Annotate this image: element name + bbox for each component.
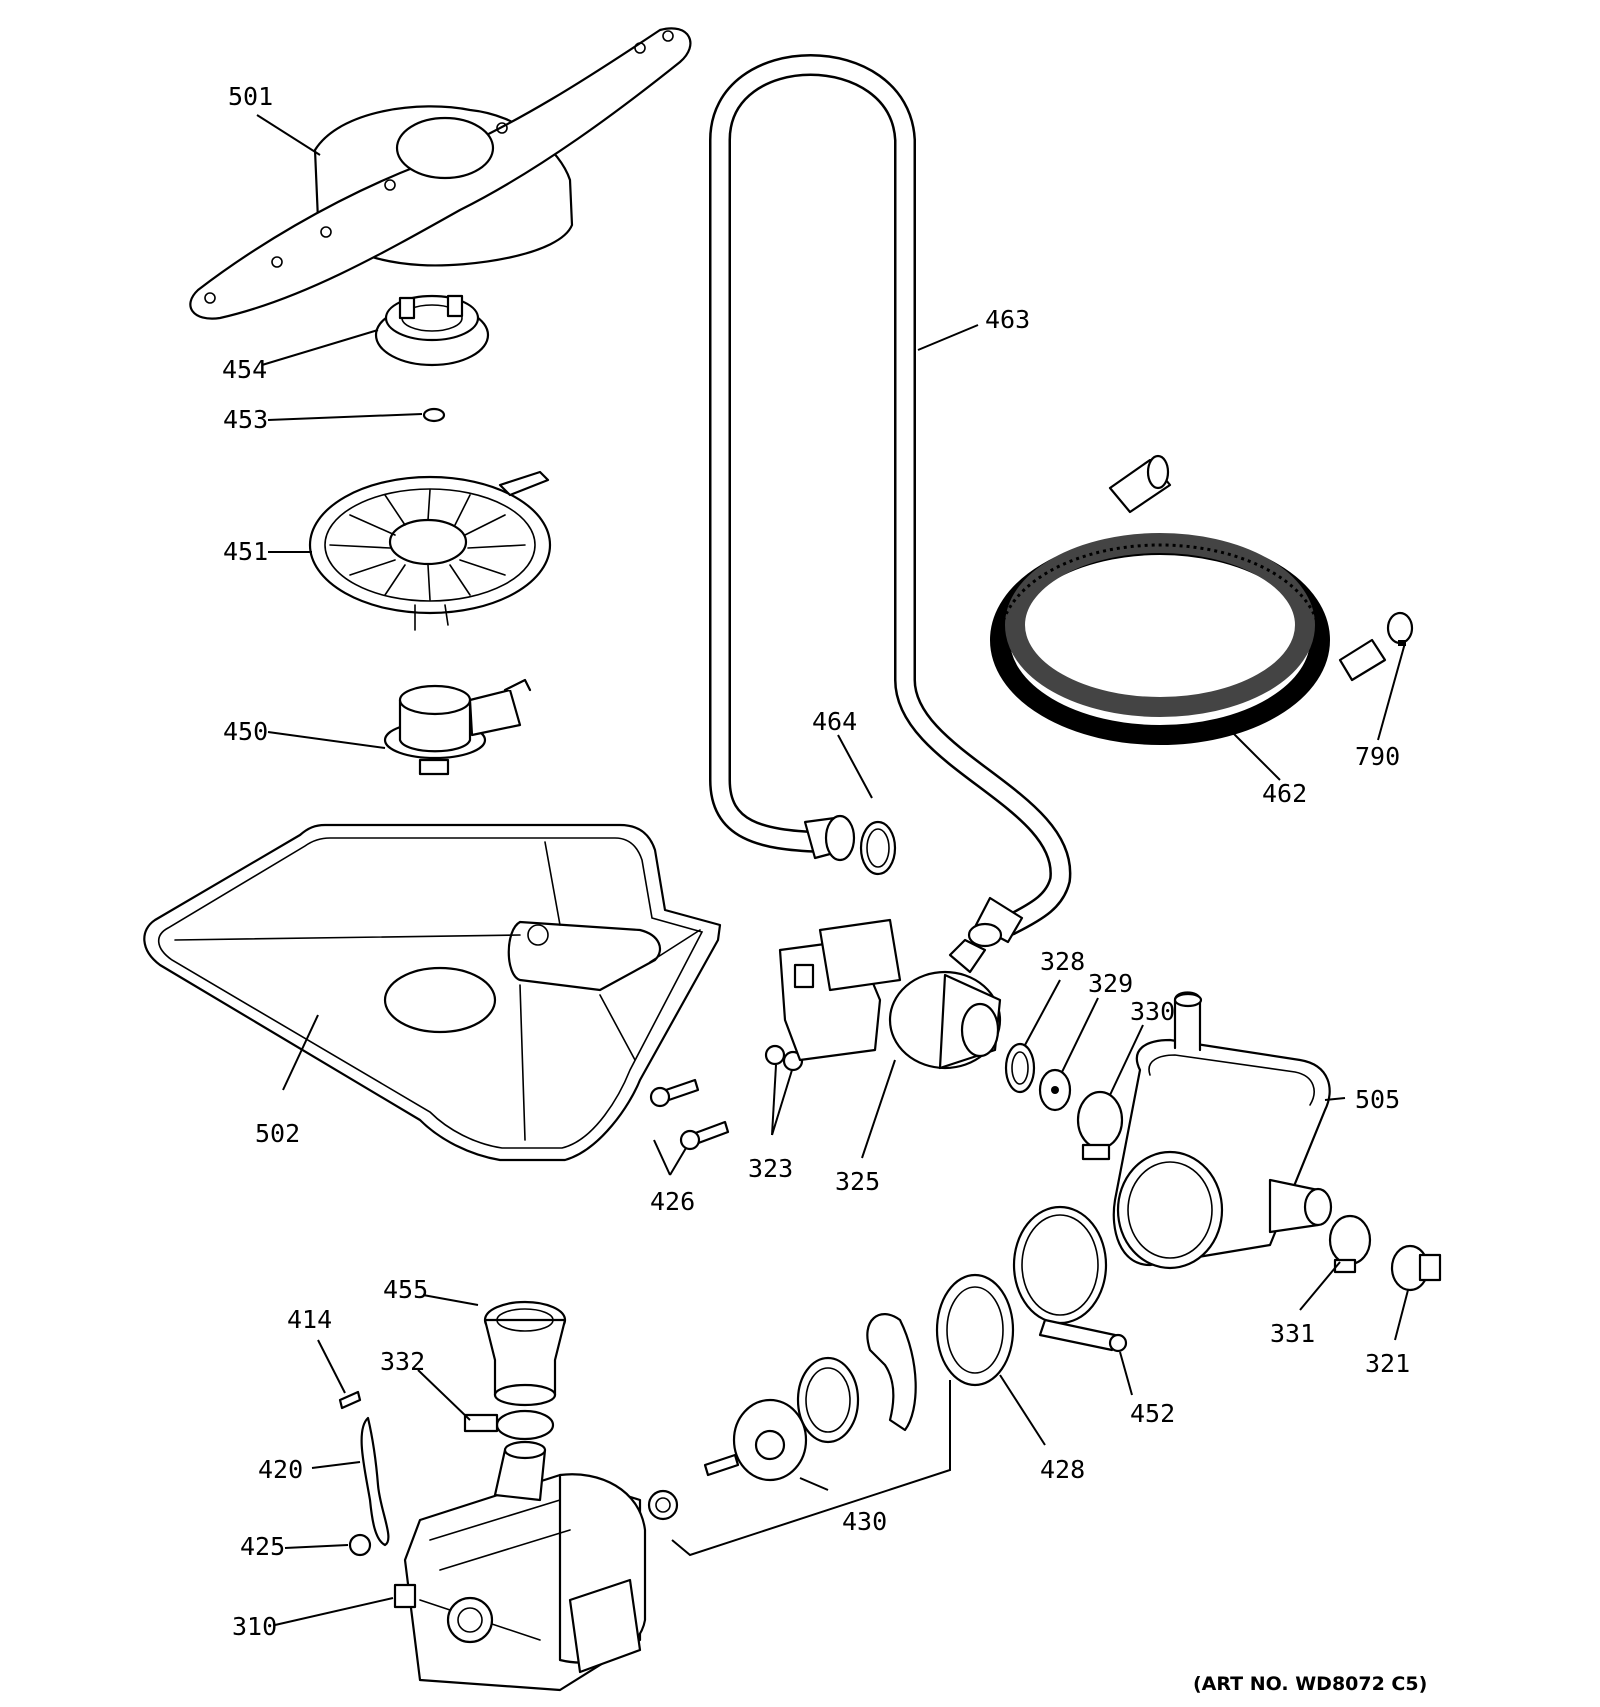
callout-452: 452 <box>1130 1399 1175 1428</box>
callout-463: 463 <box>985 305 1030 334</box>
callout-420: 420 <box>258 1455 303 1484</box>
part-325-drain-pump <box>778 918 1002 1070</box>
part-453-washer <box>422 407 446 423</box>
part-501-spray-arm <box>189 27 692 320</box>
part-321-sensor <box>1390 1244 1442 1292</box>
part-332-clamp <box>463 1409 555 1441</box>
callout-451: 451 <box>223 537 268 566</box>
part-310-pump-motor <box>393 1440 647 1692</box>
callout-332: 332 <box>380 1347 425 1376</box>
part-323-grommets <box>764 1044 804 1072</box>
part-428-seal <box>935 1273 1015 1387</box>
callout-430: 430 <box>842 1507 887 1536</box>
callout-501: 501 <box>228 82 273 111</box>
callout-462: 462 <box>1262 779 1307 808</box>
part-425-nut <box>348 1533 372 1557</box>
part-420-wire <box>360 1416 390 1547</box>
part-330-clamp <box>1076 1090 1124 1161</box>
callout-325: 325 <box>835 1167 880 1196</box>
part-790-clamp <box>1386 611 1414 646</box>
part-454-hub <box>374 294 490 367</box>
part-426-screws <box>649 1078 730 1151</box>
part-505-sump <box>1112 991 1333 1270</box>
callout-321: 321 <box>1365 1349 1410 1378</box>
callout-505: 505 <box>1355 1085 1400 1114</box>
part-331-clamp <box>1328 1214 1372 1274</box>
part-452-clamp <box>1012 1205 1128 1353</box>
callout-323: 323 <box>748 1154 793 1183</box>
callout-331: 331 <box>1270 1319 1315 1348</box>
part-462-drain-hose <box>990 454 1387 745</box>
part-451-filter <box>308 470 552 631</box>
callout-790: 790 <box>1355 742 1400 771</box>
callout-426: 426 <box>650 1187 695 1216</box>
part-455-boot <box>483 1300 567 1407</box>
part-463-hose <box>709 54 1072 948</box>
callout-454: 454 <box>222 355 267 384</box>
part-329-valve <box>1038 1068 1072 1112</box>
callout-453: 453 <box>223 405 268 434</box>
part-414-screw <box>338 1390 362 1410</box>
callout-455: 455 <box>383 1275 428 1304</box>
part-430-impeller-kit <box>647 1313 917 1521</box>
callout-310: 310 <box>232 1612 277 1641</box>
callout-329: 329 <box>1088 969 1133 998</box>
part-502-gasket <box>143 823 722 1162</box>
callout-328: 328 <box>1040 947 1085 976</box>
art-number: (ART NO. WD8072 C5) <box>1193 1673 1427 1695</box>
callout-414: 414 <box>287 1305 332 1334</box>
part-464-ring <box>859 820 897 876</box>
callout-450: 450 <box>223 717 268 746</box>
callout-428: 428 <box>1040 1455 1085 1484</box>
callout-330: 330 <box>1130 997 1175 1026</box>
part-328-ring <box>1004 1042 1036 1094</box>
part-450-manifold <box>383 678 532 776</box>
callout-502: 502 <box>255 1119 300 1148</box>
callout-425: 425 <box>240 1532 285 1561</box>
callout-464: 464 <box>812 707 857 736</box>
leader-lines <box>256 114 1409 1626</box>
